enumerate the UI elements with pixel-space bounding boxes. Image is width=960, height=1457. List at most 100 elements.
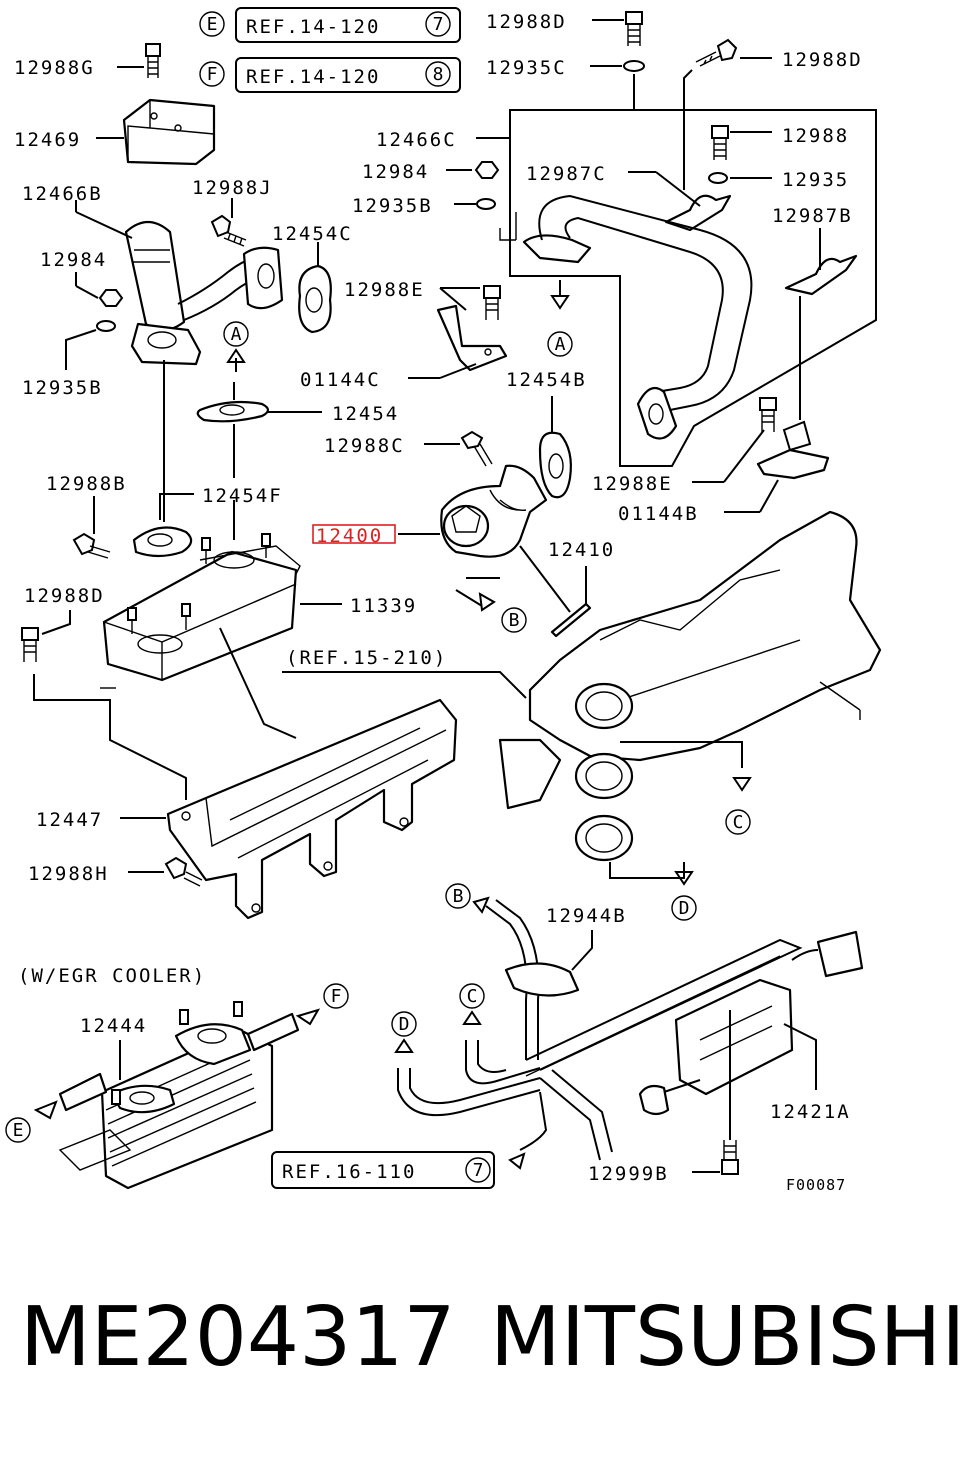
label-12421A: 12421A (770, 1101, 851, 1123)
vacuum-hose-b (485, 899, 540, 1060)
label-12988C: 12988C (324, 435, 405, 457)
marker-a-left-letter: A (231, 324, 242, 345)
label-12987B: 12987B (772, 205, 853, 227)
label-12454: 12454 (332, 403, 399, 425)
label-12935B-top: 12935B (352, 195, 433, 217)
marker-f-bottom-letter: F (331, 986, 342, 1007)
cover-12469 (96, 98, 216, 166)
ref-15-210: (REF.15-210) (286, 647, 447, 669)
bolt-12988G (117, 43, 161, 78)
label-12988E-top: 12988E (344, 279, 425, 301)
label-12454B: 12454B (506, 369, 587, 391)
marker-c-right: C (725, 777, 752, 835)
ref-e-letter: E (207, 14, 218, 35)
label-12410: 12410 (548, 539, 615, 561)
ref-e-num: 7 (433, 14, 444, 35)
label-12988E-right: 12988E (592, 473, 673, 495)
highlight-12400 (312, 524, 396, 544)
marker-d-bottom-letter: D (399, 1014, 410, 1035)
intake-manifold (498, 510, 882, 879)
label-egr-cooler-note: (W/EGR COOLER) (18, 965, 206, 987)
label-12988J: 12988J (192, 177, 273, 199)
label-12454C: 12454C (272, 223, 353, 245)
marker-b-bottom: B (445, 883, 490, 914)
bolt-12988D-right (683, 38, 772, 190)
gasket-12454B (538, 396, 572, 499)
label-12400: 12400 (316, 525, 383, 547)
egr-valve-12400 (440, 464, 548, 558)
clamp-12987C (628, 171, 732, 232)
bracket-12447 (120, 698, 458, 920)
ref-e-text: REF.14-120 (246, 16, 380, 38)
label-12447: 12447 (36, 809, 103, 831)
solenoid-12421A (638, 930, 864, 1116)
vacuum-harness (508, 938, 803, 1170)
marker-c-right-letter: C (733, 812, 744, 833)
ref-f-text: REF.14-120 (246, 66, 380, 88)
label-12984-top: 12984 (362, 161, 429, 183)
ref-e-group: E REF.14-120 7 (199, 7, 461, 43)
washer-12935B-left (65, 320, 116, 370)
marker-d-bottom: D (391, 1011, 541, 1117)
ref-f-letter: F (207, 64, 218, 85)
label-12988D-right: 12988D (782, 49, 863, 71)
label-12988: 12988 (782, 125, 849, 147)
label-11339: 11339 (350, 595, 417, 617)
washer-12935B-top (454, 198, 496, 210)
bolt-12999B (692, 1010, 739, 1175)
brand-name: MITSUBISHI (490, 1290, 960, 1385)
gasket-12410 (519, 545, 592, 638)
marker-b-bottom-letter: B (453, 886, 464, 907)
marker-e-bottom-letter: E (13, 1120, 24, 1141)
washer-12935C (590, 60, 645, 110)
marker-b-center: B (455, 577, 527, 633)
label-12935C: 12935C (486, 57, 567, 79)
marker-d-right-letter: D (679, 898, 690, 919)
bolt-12988H (128, 856, 203, 887)
egr-cooler-12444 (58, 1001, 300, 1190)
label-12988H: 12988H (28, 863, 109, 885)
label-12988D-left: 12988D (24, 585, 105, 607)
marker-d-right: D (671, 871, 697, 921)
label-12987C: 12987C (526, 163, 607, 185)
ref-16-110-num: 7 (473, 1160, 484, 1181)
bolt-12988 (711, 125, 772, 160)
clamp-12944B (504, 930, 593, 997)
caption: ME204317 MITSUBISHI (0, 1288, 960, 1398)
washer-12935 (708, 172, 772, 184)
bolt-12988J (210, 198, 247, 247)
figure-code: F00087 (786, 1176, 846, 1194)
bolt-12988C (424, 430, 493, 467)
ref-16-110-group: REF.16-110 7 (271, 1151, 495, 1189)
gasket-12454F (132, 493, 235, 558)
nut-12984-left (75, 272, 124, 307)
block-11339 (102, 533, 342, 682)
bolt-12988D-left (21, 610, 71, 662)
marker-c-bottom: C (459, 983, 541, 1085)
part-number: ME204317 (20, 1290, 456, 1385)
label-12984-left: 12984 (40, 249, 107, 271)
label-12999B: 12999B (588, 1163, 669, 1185)
label-12935B-left: 12935B (22, 377, 103, 399)
ref-f-num: 8 (433, 64, 444, 85)
label-12988G: 12988G (14, 57, 95, 79)
marker-a-left: A (223, 321, 249, 372)
clamp-12987B (784, 228, 858, 420)
label-12466C: 12466C (376, 129, 457, 151)
gasket-12454 (196, 382, 322, 478)
marker-a-right: A (547, 280, 573, 357)
egr-pipe-12466C (499, 194, 753, 440)
label-12944B: 12944B (546, 905, 627, 927)
label-12444: 12444 (80, 1015, 147, 1037)
label-12988B: 12988B (46, 473, 127, 495)
marker-b-center-letter: B (509, 610, 520, 631)
bracket-01144C (408, 304, 508, 379)
bolt-12988E-top (439, 285, 501, 320)
marker-f-bottom: F (295, 983, 349, 1026)
marker-a-right-letter: A (555, 334, 566, 355)
bolt-12988E-right (692, 397, 777, 483)
bracket-01144B (724, 420, 830, 513)
ref-16-110-text: REF.16-110 (282, 1161, 416, 1183)
